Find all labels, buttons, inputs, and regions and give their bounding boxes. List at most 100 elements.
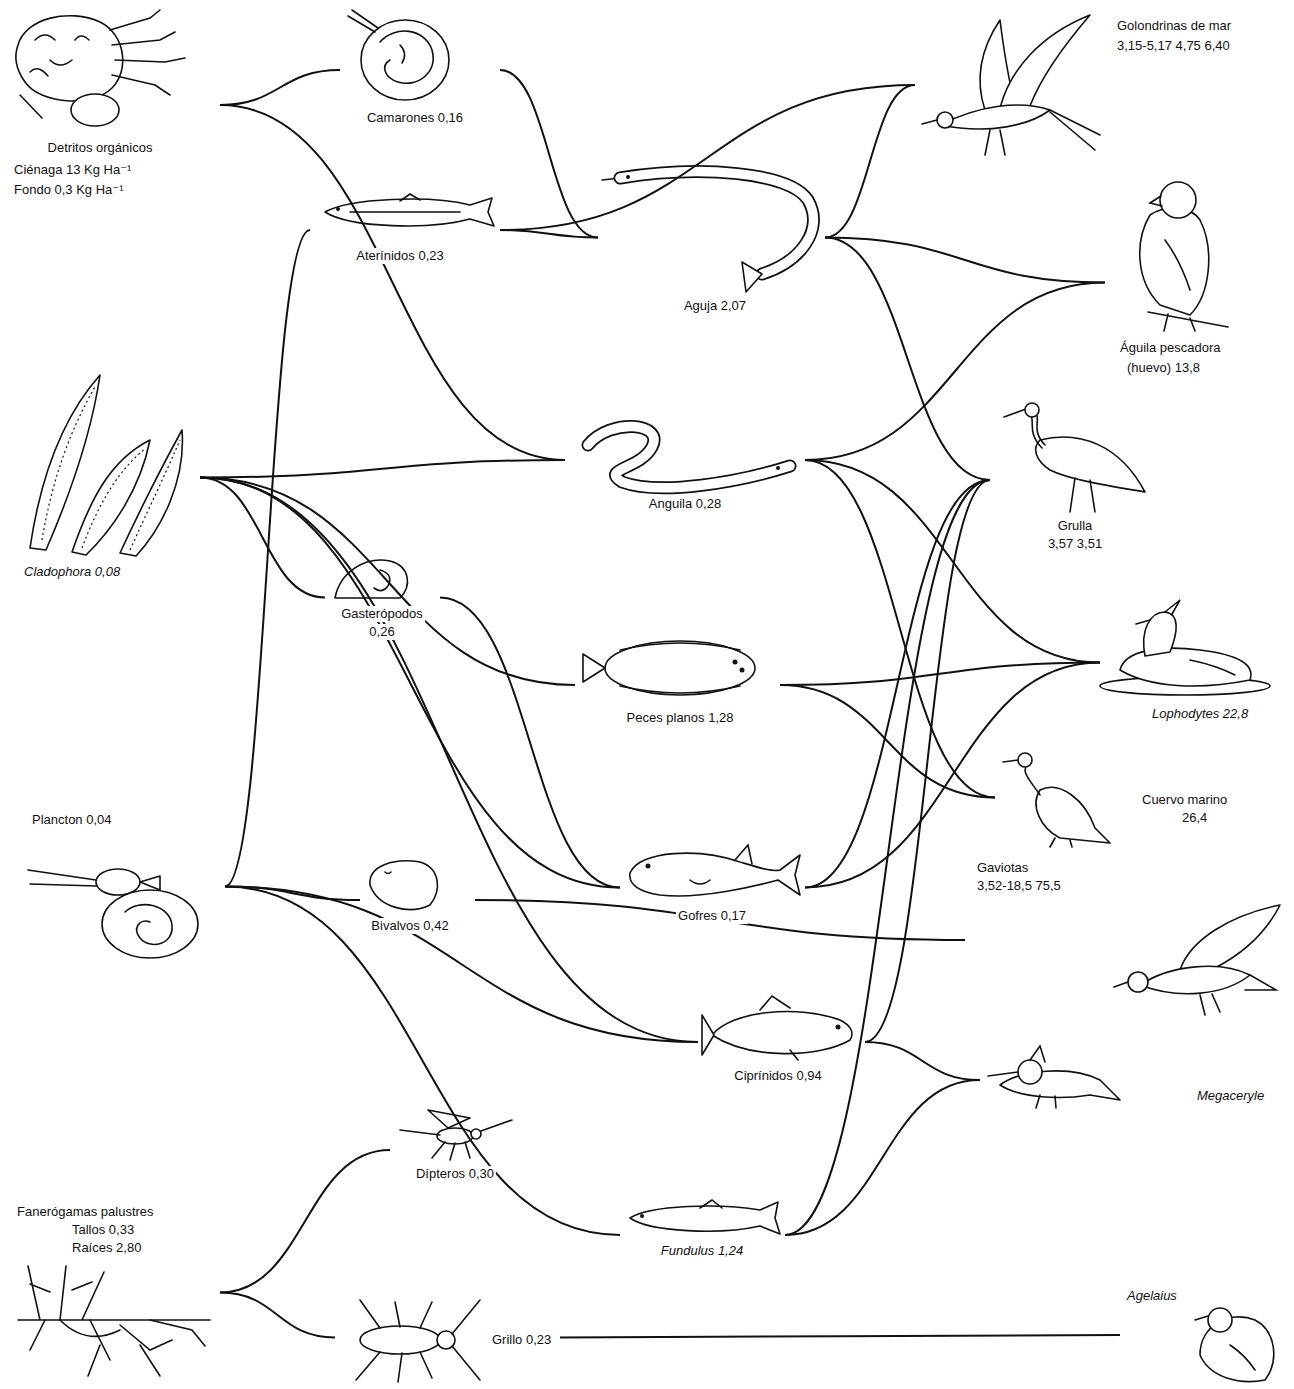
eel-drawing — [588, 426, 790, 487]
organism-label: Plancton 0,04 — [30, 812, 114, 828]
plankton-drawing — [96, 869, 140, 895]
organism-label: Bivalvos 0,42 — [369, 918, 450, 934]
merganser-drawing — [1136, 600, 1235, 675]
food-link — [780, 685, 995, 798]
osprey-drawing — [1140, 182, 1228, 331]
organism-node: Gofres 0,17 — [620, 840, 805, 935]
organism-label: Agelaius — [1125, 1288, 1179, 1304]
organism-node: Águila pescadora(huevo) 13,8 — [1105, 170, 1285, 395]
food-link — [200, 478, 698, 1043]
concentration-label: Tallos 0,33 — [70, 1222, 136, 1238]
needlefish-drawing — [626, 175, 630, 179]
silverside-drawing — [325, 194, 494, 226]
plankton-drawing — [28, 869, 198, 958]
food-link — [805, 480, 990, 888]
flatfish-drawing — [620, 643, 740, 693]
organism-label: Golondrinas de mar — [1115, 18, 1233, 34]
blackbird-drawing — [1195, 1316, 1255, 1370]
cladophora-drawing — [42, 385, 180, 550]
organism-label: Peces planos 1,28 — [625, 710, 736, 726]
eel-drawing — [776, 466, 780, 470]
needlefish-drawing — [620, 172, 813, 274]
minnow-drawing — [712, 1012, 852, 1054]
plankton-drawing — [28, 870, 96, 886]
silverside-drawing — [350, 194, 460, 212]
tern-drawing — [940, 105, 1050, 129]
organism-label: Detritos orgánicos — [46, 140, 155, 156]
food-link — [225, 230, 310, 887]
food-link — [225, 887, 698, 1043]
food-link — [780, 663, 1100, 686]
organism-label: Fundulus 1,24 — [659, 1243, 745, 1259]
organism-label: Aguja 2,07 — [682, 298, 748, 314]
organism-label: Gaviotas — [975, 860, 1030, 876]
organism-node: Grillo 0,23 — [335, 1290, 560, 1385]
organism-node: Fundulus 1,24 — [620, 1195, 785, 1275]
organism-label: Cuervo marino — [1140, 792, 1229, 808]
organism-label: Megaceryle — [1195, 1088, 1266, 1104]
killifish-drawing — [630, 1202, 780, 1234]
food-link — [200, 478, 575, 686]
killifish-drawing — [700, 1200, 722, 1208]
clam-drawing — [385, 872, 391, 874]
needlefish-drawing — [620, 172, 813, 274]
organism-label: Anguila 0,28 — [647, 496, 723, 512]
organism-node: Plancton 0,04 — [10, 808, 225, 965]
organism-label: Águila pescadora — [1118, 340, 1222, 356]
flatfish-drawing — [733, 660, 738, 665]
food-link — [825, 238, 1105, 283]
kingfisher-drawing — [988, 1046, 1120, 1108]
cricket-drawing — [356, 1300, 480, 1382]
heron-drawing — [1004, 409, 1095, 512]
organism-node: Peces planos 1,28 — [575, 635, 780, 735]
organism-label: Gofres 0,17 — [676, 908, 748, 924]
plankton-drawing — [102, 890, 198, 958]
food-link — [200, 460, 565, 478]
food-link — [200, 478, 620, 888]
concentration-label: 3,52-18,5 75,5 — [975, 878, 1063, 894]
organism-node: Megaceryle — [980, 1040, 1285, 1120]
food-link — [220, 1150, 390, 1293]
flatfish-drawing — [605, 641, 755, 695]
minnow-drawing — [836, 1025, 841, 1030]
plankton-drawing — [140, 876, 160, 890]
organism-node: Dípteros 0,30 — [390, 1105, 525, 1195]
cricket-drawing — [360, 1326, 440, 1354]
organism-node: Gasterópodos 0,26 — [325, 550, 440, 645]
detritus-drawing — [20, 10, 185, 118]
organism-label: Gasterópodos — [339, 606, 425, 622]
eel-drawing — [588, 426, 790, 487]
food-link — [785, 480, 990, 1235]
concentration-label: 0,26 — [367, 624, 396, 640]
eel-drawing — [588, 426, 790, 487]
concentration-label: Fondo 0,3 Kg Ha⁻¹ — [12, 182, 125, 198]
tern-drawing — [937, 112, 953, 128]
fly-drawing — [400, 1120, 512, 1160]
food-link — [785, 1080, 980, 1235]
marsh-plant-drawing — [18, 1266, 210, 1320]
detritus-drawing — [16, 10, 185, 126]
osprey-drawing — [1160, 182, 1196, 218]
merganser-drawing — [1120, 648, 1251, 686]
organism-node: Camarones 0,16 — [340, 5, 500, 135]
organism-node: Cuervo marino26,4 — [995, 745, 1280, 850]
organism-label: Aterínidos 0,23 — [354, 248, 445, 264]
organism-label: Camarones 0,16 — [365, 110, 465, 126]
food-link — [225, 887, 620, 1236]
shrimp-drawing — [348, 10, 433, 83]
organism-label: Lophodytes 22,8 — [1150, 706, 1250, 722]
organism-node: Grulla3,57 3,51 — [990, 400, 1160, 560]
cormorant-drawing — [1018, 753, 1032, 767]
food-link — [865, 1042, 980, 1080]
food-link — [805, 283, 1105, 461]
flatfish-drawing — [583, 654, 605, 682]
marsh-plant-drawing — [18, 1266, 210, 1376]
organism-label: Fanerógamas palustres — [15, 1204, 156, 1220]
organism-node: Agelaius — [1120, 1285, 1285, 1385]
flatfish-drawing — [583, 641, 755, 695]
concentration-label: Raíces 2,80 — [70, 1240, 143, 1256]
food-link — [220, 70, 340, 105]
concentration-label: 3,15-5,17 4,75 6,40 — [1115, 38, 1232, 54]
